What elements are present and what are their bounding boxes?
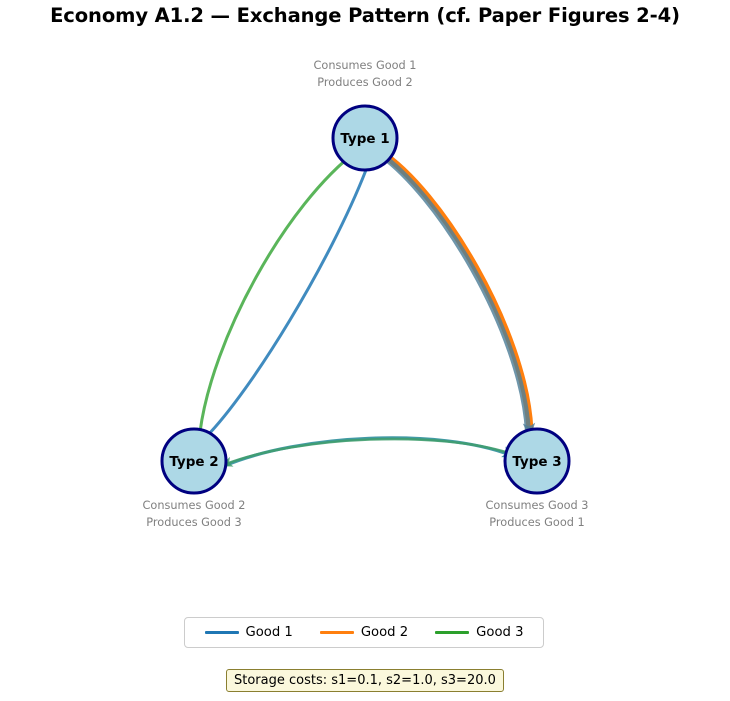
page-title: Economy A1.2 — Exchange Pattern (cf. Pap… (50, 4, 680, 27)
edge-path (378, 149, 534, 431)
legend-item-good-3[interactable]: Good 3 (435, 625, 523, 640)
node-produces-label: Produces Good 1 (489, 516, 584, 529)
node-label: Type 1 (340, 131, 389, 147)
node-circle[interactable] (503, 427, 571, 495)
legend-label-good-3: Good 3 (476, 625, 524, 640)
edge-good3-type3-to-type2 (220, 437, 513, 467)
node-type2[interactable]: Type 2 Consumes Good 2 Produces Good 3 (143, 427, 246, 529)
storage-costs-annotation: Storage costs: s1=0.1, s2=1.0, s3=20.0 (226, 669, 504, 692)
node-type1[interactable]: Type 1 Consumes Good 1 Produces Good 2 (314, 59, 417, 172)
node-consumes-label: Consumes Good 2 (143, 499, 246, 512)
storage-costs-text: Storage costs: s1=0.1, s2=1.0, s3=20.0 (234, 672, 496, 688)
node-label: Type 2 (169, 454, 218, 470)
edge-good3-type2-to-type1 (198, 147, 360, 433)
legend: Good 1 Good 2 Good 3 (184, 617, 544, 648)
legend-swatch-good-1 (204, 631, 239, 634)
node-circle[interactable] (331, 104, 399, 172)
legend-label-good-2: Good 2 (360, 625, 409, 640)
node-label: Type 3 (512, 454, 561, 470)
edge-path (204, 169, 368, 439)
edge-path (198, 148, 359, 433)
node-type3[interactable]: Type 3 Consumes Good 3 Produces Good 1 (486, 427, 589, 529)
edge-good1-type1-to-type2 (204, 150, 368, 439)
edge-good2-type3-to-type1 (357, 149, 534, 431)
legend-item-good-2[interactable]: Good 2 (319, 625, 409, 640)
node-circle[interactable] (160, 427, 228, 495)
legend-label-good-1: Good 1 (245, 625, 293, 640)
edge-path (375, 149, 531, 433)
node-produces-label: Produces Good 2 (317, 76, 412, 89)
legend-swatch-good-3 (435, 631, 470, 634)
edges-layer (198, 147, 536, 468)
edge-path (225, 437, 513, 466)
node-produces-label: Produces Good 3 (146, 516, 241, 529)
legend-item-good-1[interactable]: Good 1 (204, 625, 293, 640)
legend-swatch-good-2 (319, 631, 354, 634)
node-consumes-label: Consumes Good 3 (486, 499, 589, 512)
node-consumes-label: Consumes Good 1 (314, 59, 417, 72)
edge-good2-overlay-type1-to-type3 (375, 149, 536, 438)
